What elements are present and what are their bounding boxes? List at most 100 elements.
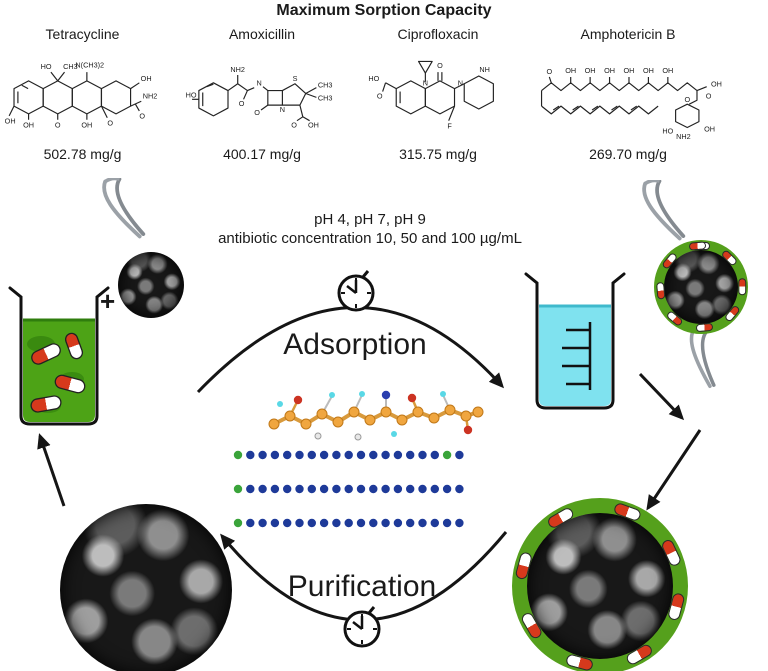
antibiotic-name: Ciprofloxacin [397,26,479,42]
sorption-capacity: 400.17 mg/g [223,146,301,162]
layer-dot [332,484,341,494]
antibiotic-column-ciprofloxacin: Ciprofloxacin HO O O N F N NH 315.75 mg/… [358,26,518,162]
atom-label: CH3 [318,93,333,102]
antibiotic-name: Amphotericin B [580,26,676,42]
atom-label: S [293,74,298,83]
layer-dot [246,484,255,494]
experiment-conditions: pH 4, pH 7, pH 9 antibiotic concentratio… [170,210,570,248]
conditions-concentration: antibiotic concentration 10, 50 and 100 … [218,230,522,247]
atom-label: OH [141,74,152,83]
layer-dot [381,518,390,528]
layer-dot [258,484,267,494]
adsorption-label: Adsorption [283,328,427,361]
layer-dot [442,484,452,494]
antibiotic-beaker [8,286,110,426]
layer-dot [418,484,427,494]
amphotericin-structure: O OH OH OH OH OH OH O HO NH2 OH OH O [540,66,721,141]
antibiotic-name: Amoxicillin [228,26,296,42]
sorption-capacity: 502.78 mg/g [43,146,122,162]
antibiotic-capsule [655,281,665,300]
atom-label: OH [5,117,16,126]
antibiotic-capsule [30,395,62,413]
atom-label: O [437,61,443,70]
atom-label: HO [662,126,673,135]
layer-dot [283,450,292,460]
atom-label: O [705,91,711,100]
atom-label: OH [308,120,319,129]
layer-dot [344,450,353,460]
layer-dot [307,518,316,528]
layer-dot [406,518,415,528]
antibiotic-capsule [695,323,714,333]
atom-label: N [458,79,463,88]
cyan-solution [539,306,611,406]
atom-label: HO [41,62,52,71]
layer-dot [455,484,464,494]
layer-dot [270,450,280,460]
atom-label: N(CH3)2 [75,60,104,69]
atom-label: OH [604,66,615,75]
atom-label: N [256,79,261,88]
atom-label: OH [565,66,576,75]
antibiotic-capsule [514,551,533,581]
layer-dot [295,518,304,528]
layer-dot [258,518,267,528]
ciprofloxacin-structure: HO O O N F N NH [368,60,494,130]
layer-dot [295,484,304,494]
layer-dot [246,450,255,460]
atom-label: OH [662,66,673,75]
clock-icon [337,270,375,312]
layer-dot [332,450,341,460]
atom-label: OH [584,66,595,75]
atom-label: CH3 [63,62,78,71]
layer-dot [319,518,329,528]
beaker-outline [524,272,626,410]
tweezers-icon [642,180,686,241]
layer-dot [319,450,329,460]
atom-label: O [684,95,690,104]
layer-dot [455,450,464,460]
atom-label: OH [710,80,721,89]
purified-beaker [524,272,626,410]
atom-label: OH [23,120,34,129]
layer-dot [295,450,304,460]
regenerated-sorbent-sem-image [60,504,232,671]
loaded-particle-large [512,498,688,671]
antibiotic-name: Tetracycline [45,26,120,42]
layer-dot [356,450,366,460]
atom-label: HO [186,90,197,99]
antibiotic-capsule [31,343,61,365]
layer-dot [418,518,427,528]
atom-label: O [139,112,145,121]
layer-dot [455,518,464,528]
layer-dot [344,518,353,528]
layer-dot [430,450,439,460]
atom-label: HO [368,74,379,83]
clock-icon [343,606,381,648]
atom-label: N [423,79,428,88]
atom-label: OH [81,120,92,129]
antibiotic-capsule [64,332,84,360]
antibiotic-column-tetracycline: Tetracycline HO CH3 N(CH3)2 OH OH OH O O… [0,26,165,162]
loaded-particle-small [654,240,748,334]
molecule-model [268,390,484,441]
layer-dot [406,484,415,494]
layer-dot [393,484,403,494]
layer-dot [258,450,267,460]
layer-dot [406,450,415,460]
layer-dot [246,518,255,528]
beaker-to-particle-arrow [638,372,685,421]
atom-label: O [55,120,61,129]
layer-dot [381,450,390,460]
layer-dot [270,484,280,494]
layer-dot [393,518,403,528]
layer-dot [332,518,341,528]
atom-label: O [107,119,113,128]
atom-label: NH [479,65,490,74]
plus-sign: + [100,286,116,316]
layer-dot [319,484,329,494]
sorption-capacity: 315.75 mg/g [399,146,477,162]
layer-dot [307,484,316,494]
atom-label: OH [704,124,715,133]
